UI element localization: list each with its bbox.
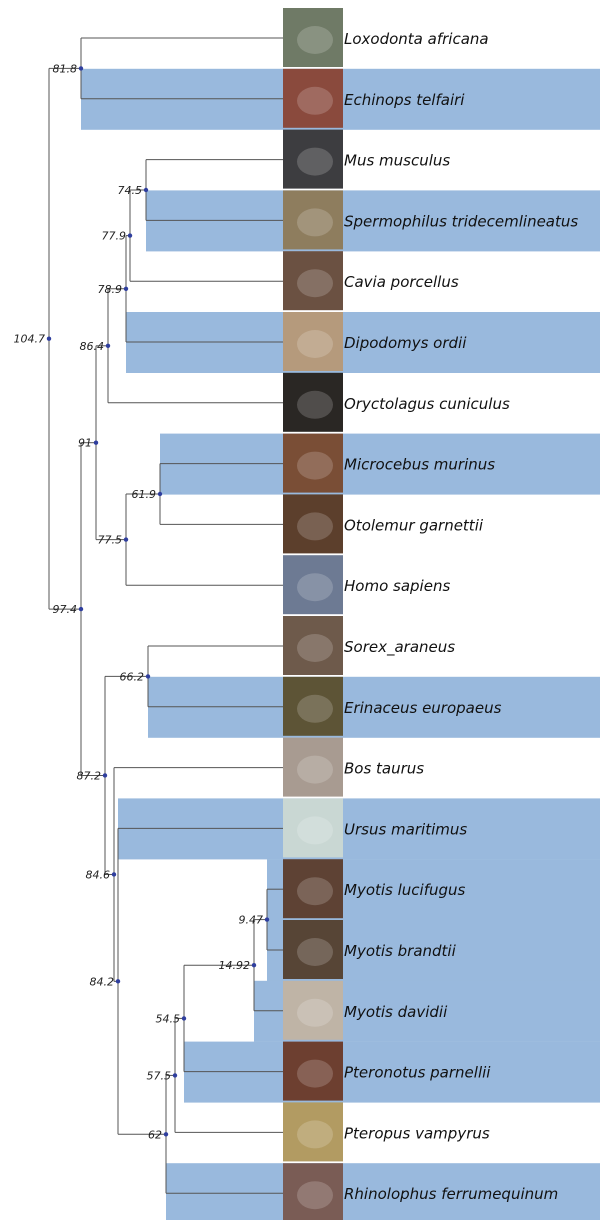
animal-silhouette-icon — [297, 695, 333, 723]
species-label: Bos taurus — [344, 760, 424, 778]
species-row: Homo sapiens — [283, 555, 450, 614]
animal-silhouette-icon — [297, 391, 333, 419]
species-label: Echinops telfairi — [344, 91, 465, 109]
species-label: Dipodomys ordii — [344, 334, 467, 352]
species-label: Mus musculus — [344, 152, 450, 170]
node-dot — [265, 917, 269, 921]
animal-silhouette-icon — [297, 1060, 333, 1088]
node-value-label: 9.47 — [239, 914, 264, 927]
animal-silhouette-icon — [297, 573, 333, 601]
species-label: Myotis lucifugus — [344, 881, 466, 899]
species-row: Bos taurus — [283, 738, 424, 797]
animal-silhouette-icon — [297, 756, 333, 784]
node-value-label: 54.5 — [156, 1012, 181, 1025]
animal-silhouette-icon — [297, 26, 333, 54]
animal-silhouette-icon — [297, 1181, 333, 1209]
node-value-label: 104.7 — [14, 333, 46, 346]
species-label: Ursus maritimus — [344, 820, 467, 838]
species-label: Myotis brandtii — [344, 942, 457, 960]
species-row: Mus musculus — [283, 130, 450, 189]
node-value-label: 86.4 — [80, 340, 105, 353]
animal-silhouette-icon — [297, 877, 333, 905]
node-value-label: 57.5 — [147, 1069, 172, 1082]
animal-silhouette-icon — [297, 999, 333, 1027]
node-dot — [124, 537, 128, 541]
animal-silhouette-icon — [297, 452, 333, 480]
node-value-label: 14.92 — [219, 959, 251, 972]
node-dot — [112, 872, 116, 876]
node-dot — [106, 344, 110, 348]
node-dot — [79, 607, 83, 611]
species-label: Sorex_araneus — [344, 638, 455, 657]
animal-silhouette-icon — [297, 816, 333, 844]
node-value-label: 66.2 — [120, 670, 145, 683]
animal-silhouette-icon — [297, 330, 333, 358]
node-dot — [103, 773, 107, 777]
animal-silhouette-icon — [297, 938, 333, 966]
node-dot — [79, 66, 83, 70]
node-dot — [173, 1073, 177, 1077]
animal-silhouette-icon — [297, 269, 333, 297]
node-dot — [47, 337, 51, 341]
node-dot — [128, 233, 132, 237]
node-value-label: 77.9 — [102, 230, 127, 243]
node-dot — [182, 1016, 186, 1020]
node-value-label: 78.9 — [98, 283, 123, 296]
species-label: Myotis davidii — [344, 1003, 448, 1021]
node-value-label: 84.2 — [90, 975, 115, 988]
species-label: Rhinolophus ferrumequinum — [344, 1185, 558, 1203]
node-value-label: 97.4 — [53, 603, 78, 616]
species-label: Spermophilus tridecemlineatus — [344, 212, 578, 230]
species-label: Pteronotus parnellii — [344, 1064, 491, 1082]
node-dot — [164, 1132, 168, 1136]
node-value-label: 87.2 — [77, 769, 102, 782]
species-label: Oryctolagus cuniculus — [344, 395, 510, 413]
node-value-label: 62 — [148, 1128, 162, 1141]
species-label: Homo sapiens — [344, 577, 450, 595]
species-label: Cavia porcellus — [344, 273, 459, 291]
node-value-label: 84.6 — [86, 868, 111, 881]
species-label: Otolemur garnettii — [344, 516, 484, 534]
species-row: Sorex_araneus — [283, 616, 455, 675]
animal-silhouette-icon — [297, 208, 333, 236]
species-row: Pteropus vampyrus — [283, 1102, 490, 1161]
node-dot — [158, 492, 162, 496]
node-dot — [94, 441, 98, 445]
species-row: Otolemur garnettii — [283, 494, 484, 553]
species-label: Loxodonta africana — [344, 30, 489, 48]
node-value-label: 91 — [78, 437, 92, 450]
node-dot — [124, 287, 128, 291]
node-dot — [116, 979, 120, 983]
species-label: Erinaceus europaeus — [344, 699, 502, 717]
animal-silhouette-icon — [297, 148, 333, 176]
animal-silhouette-icon — [297, 1120, 333, 1148]
node-value-label: 61.9 — [132, 488, 157, 501]
animal-silhouette-icon — [297, 634, 333, 662]
node-value-label: 74.5 — [118, 184, 143, 197]
species-row: Oryctolagus cuniculus — [283, 373, 510, 432]
animal-silhouette-icon — [297, 87, 333, 115]
node-value-label: 81.8 — [53, 62, 78, 75]
node-value-label: 77.5 — [98, 534, 123, 547]
species-label: Pteropus vampyrus — [344, 1124, 490, 1142]
species-row: Cavia porcellus — [283, 251, 459, 310]
node-dot — [146, 674, 150, 678]
species-row: Loxodonta africana — [283, 8, 489, 67]
node-dot — [144, 188, 148, 192]
species-label: Microcebus murinus — [344, 456, 495, 474]
node-dot — [252, 963, 256, 967]
animal-silhouette-icon — [297, 512, 333, 540]
